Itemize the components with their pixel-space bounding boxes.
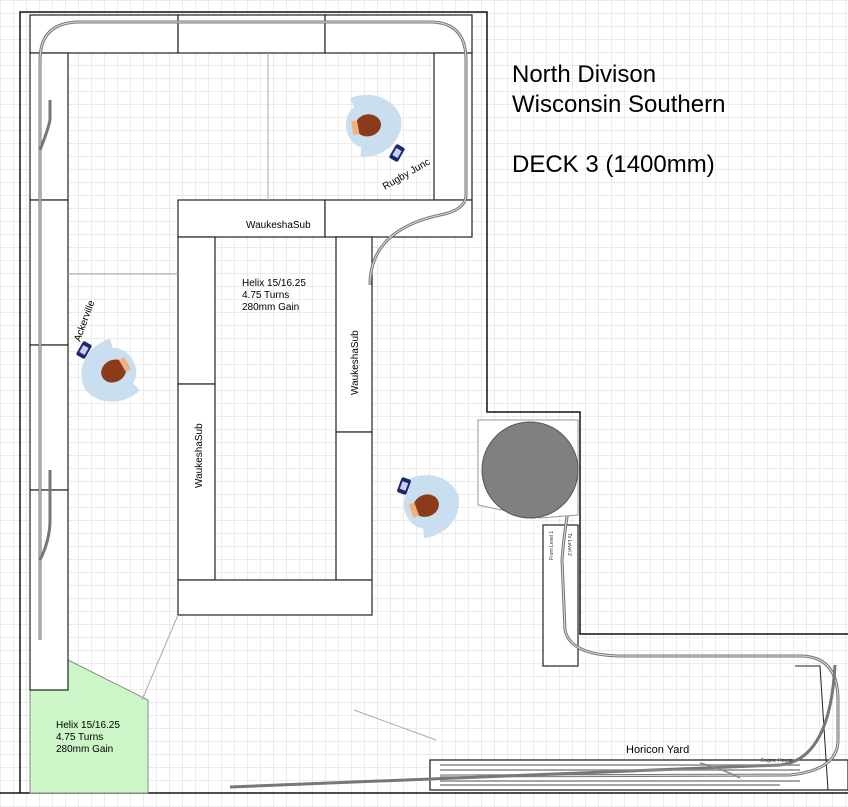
title-line1: North Divison <box>512 61 656 88</box>
helix-corner-line1: Helix 15/16.25 <box>56 720 120 731</box>
helix-center-line2: 4.75 Turns <box>242 290 289 301</box>
title-line2: Wisconsin Southern <box>512 91 725 118</box>
connector-lines <box>68 53 437 741</box>
mainline-track <box>38 20 840 789</box>
from-level-label: From Level 1 <box>549 531 555 560</box>
waukesha-sub-label: WaukeshaSub <box>350 330 361 395</box>
waukesha-sub-label: WaukeshaSub <box>246 220 311 231</box>
horicon-yard-label: Horicon Yard <box>626 744 689 756</box>
helix-corner-line3: 280mm Gain <box>56 744 113 755</box>
helix-center-line3: 280mm Gain <box>242 302 299 313</box>
deck-label: DECK 3 (1400mm) <box>512 151 715 178</box>
to-level-label: To Level 2 <box>566 533 572 556</box>
waukesha-sub-label: WaukeshaSub <box>194 423 205 488</box>
turntable[interactable] <box>481 421 579 519</box>
helix-center-line1: Helix 15/16.25 <box>242 278 306 289</box>
helix-corner-line2: 4.75 Turns <box>56 732 103 743</box>
room-wall <box>19 11 848 793</box>
engine-house-label: Engine House <box>761 758 793 764</box>
